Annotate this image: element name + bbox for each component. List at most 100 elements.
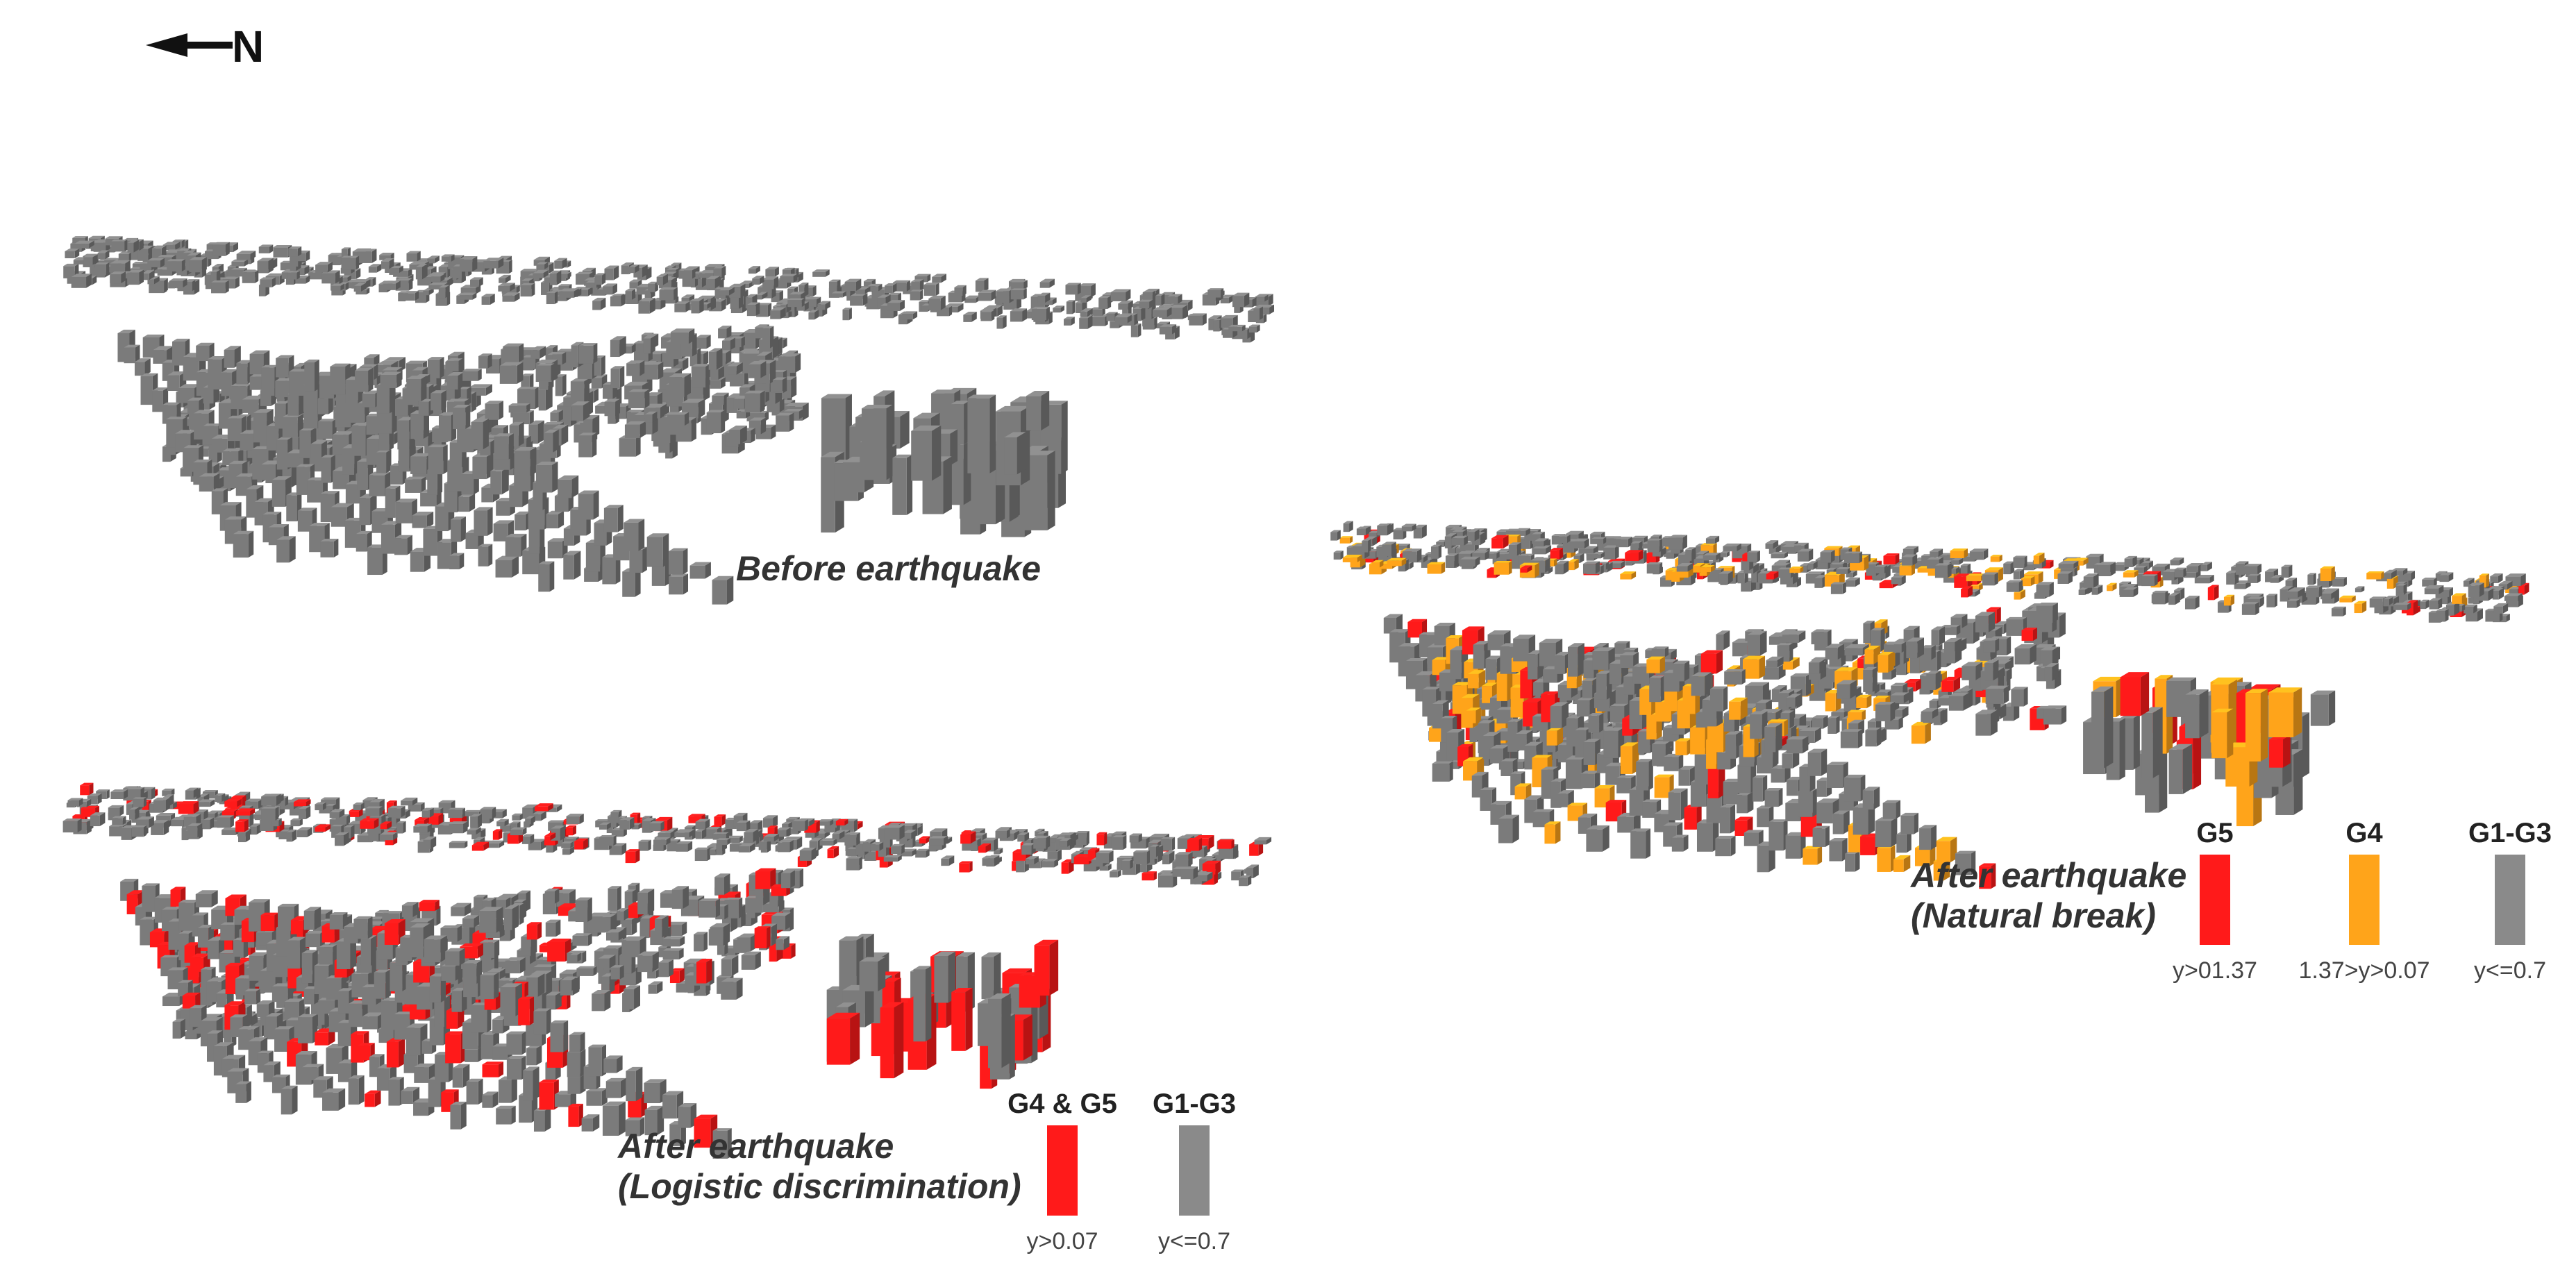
building xyxy=(928,295,946,310)
building xyxy=(2406,600,2418,616)
building xyxy=(498,283,515,292)
building xyxy=(576,966,597,976)
building xyxy=(569,1032,585,1052)
building xyxy=(315,824,331,832)
building xyxy=(2286,588,2304,598)
building xyxy=(162,788,175,796)
building xyxy=(658,830,675,839)
building xyxy=(110,271,126,284)
building xyxy=(941,855,955,866)
building xyxy=(520,283,535,297)
building xyxy=(2422,577,2437,587)
building xyxy=(458,493,476,512)
building xyxy=(1017,832,1030,842)
building xyxy=(2013,569,2025,580)
legend-range: y>01.37 xyxy=(2173,957,2257,984)
building xyxy=(669,573,689,595)
building xyxy=(1494,560,1512,575)
building xyxy=(1826,762,1848,788)
building xyxy=(561,977,576,991)
building xyxy=(380,371,402,389)
building xyxy=(867,283,883,292)
building xyxy=(459,256,478,272)
building xyxy=(1092,314,1108,326)
building xyxy=(592,990,611,1011)
building xyxy=(1812,715,1828,729)
building xyxy=(859,957,886,992)
arrow-head-icon xyxy=(146,33,187,57)
building xyxy=(2424,585,2444,595)
building xyxy=(1025,856,1039,865)
building xyxy=(430,390,446,411)
building xyxy=(628,265,639,274)
building xyxy=(996,315,1007,329)
building xyxy=(1180,866,1198,880)
building xyxy=(365,806,383,816)
building xyxy=(1037,292,1051,303)
building xyxy=(448,807,465,819)
building xyxy=(550,1020,569,1052)
building xyxy=(1160,837,1176,851)
building xyxy=(746,302,760,317)
building xyxy=(187,787,199,798)
building xyxy=(1254,837,1272,845)
building xyxy=(2504,593,2523,601)
building xyxy=(210,269,221,283)
building xyxy=(1362,539,1371,553)
building xyxy=(1550,702,1569,728)
building xyxy=(97,250,110,260)
building xyxy=(2174,567,2186,578)
building xyxy=(1232,292,1250,308)
building xyxy=(2184,596,2200,610)
building xyxy=(485,401,503,420)
building xyxy=(1948,692,1970,711)
building xyxy=(1079,314,1093,329)
building xyxy=(151,820,169,835)
building xyxy=(471,841,490,851)
building xyxy=(1962,662,1983,680)
building xyxy=(478,353,492,369)
building xyxy=(360,818,379,829)
building xyxy=(1807,561,1818,570)
building xyxy=(470,277,483,287)
building xyxy=(902,311,918,320)
building xyxy=(153,797,170,811)
building xyxy=(995,829,1010,839)
building xyxy=(1664,753,1684,771)
building xyxy=(678,1102,697,1128)
building xyxy=(147,258,165,267)
building xyxy=(662,936,685,947)
building xyxy=(1715,835,1736,857)
building xyxy=(492,829,503,840)
building xyxy=(569,952,581,962)
building xyxy=(599,835,617,846)
building xyxy=(2043,705,2067,725)
building xyxy=(1516,730,1533,750)
building xyxy=(846,857,862,871)
building xyxy=(2211,708,2234,759)
building xyxy=(1098,296,1112,309)
building xyxy=(827,846,839,859)
building xyxy=(265,1013,283,1030)
building xyxy=(762,815,778,828)
building xyxy=(695,819,710,830)
legend-name: G4 & G5 xyxy=(1007,1089,1117,1119)
building xyxy=(360,935,377,966)
building xyxy=(1096,850,1114,864)
building xyxy=(438,285,450,299)
building xyxy=(348,1075,365,1105)
building xyxy=(449,841,468,848)
building xyxy=(1828,716,1840,734)
building xyxy=(368,264,382,273)
building xyxy=(2107,582,2117,591)
building xyxy=(196,342,215,362)
legend-swatch-orange xyxy=(2349,855,2380,945)
building xyxy=(276,536,296,563)
legend-name: G1-G3 xyxy=(1152,1089,1237,1119)
building xyxy=(1837,680,1857,699)
building xyxy=(891,843,905,855)
building xyxy=(571,401,590,421)
building xyxy=(699,898,720,918)
building xyxy=(659,287,678,301)
building xyxy=(1129,833,1142,843)
